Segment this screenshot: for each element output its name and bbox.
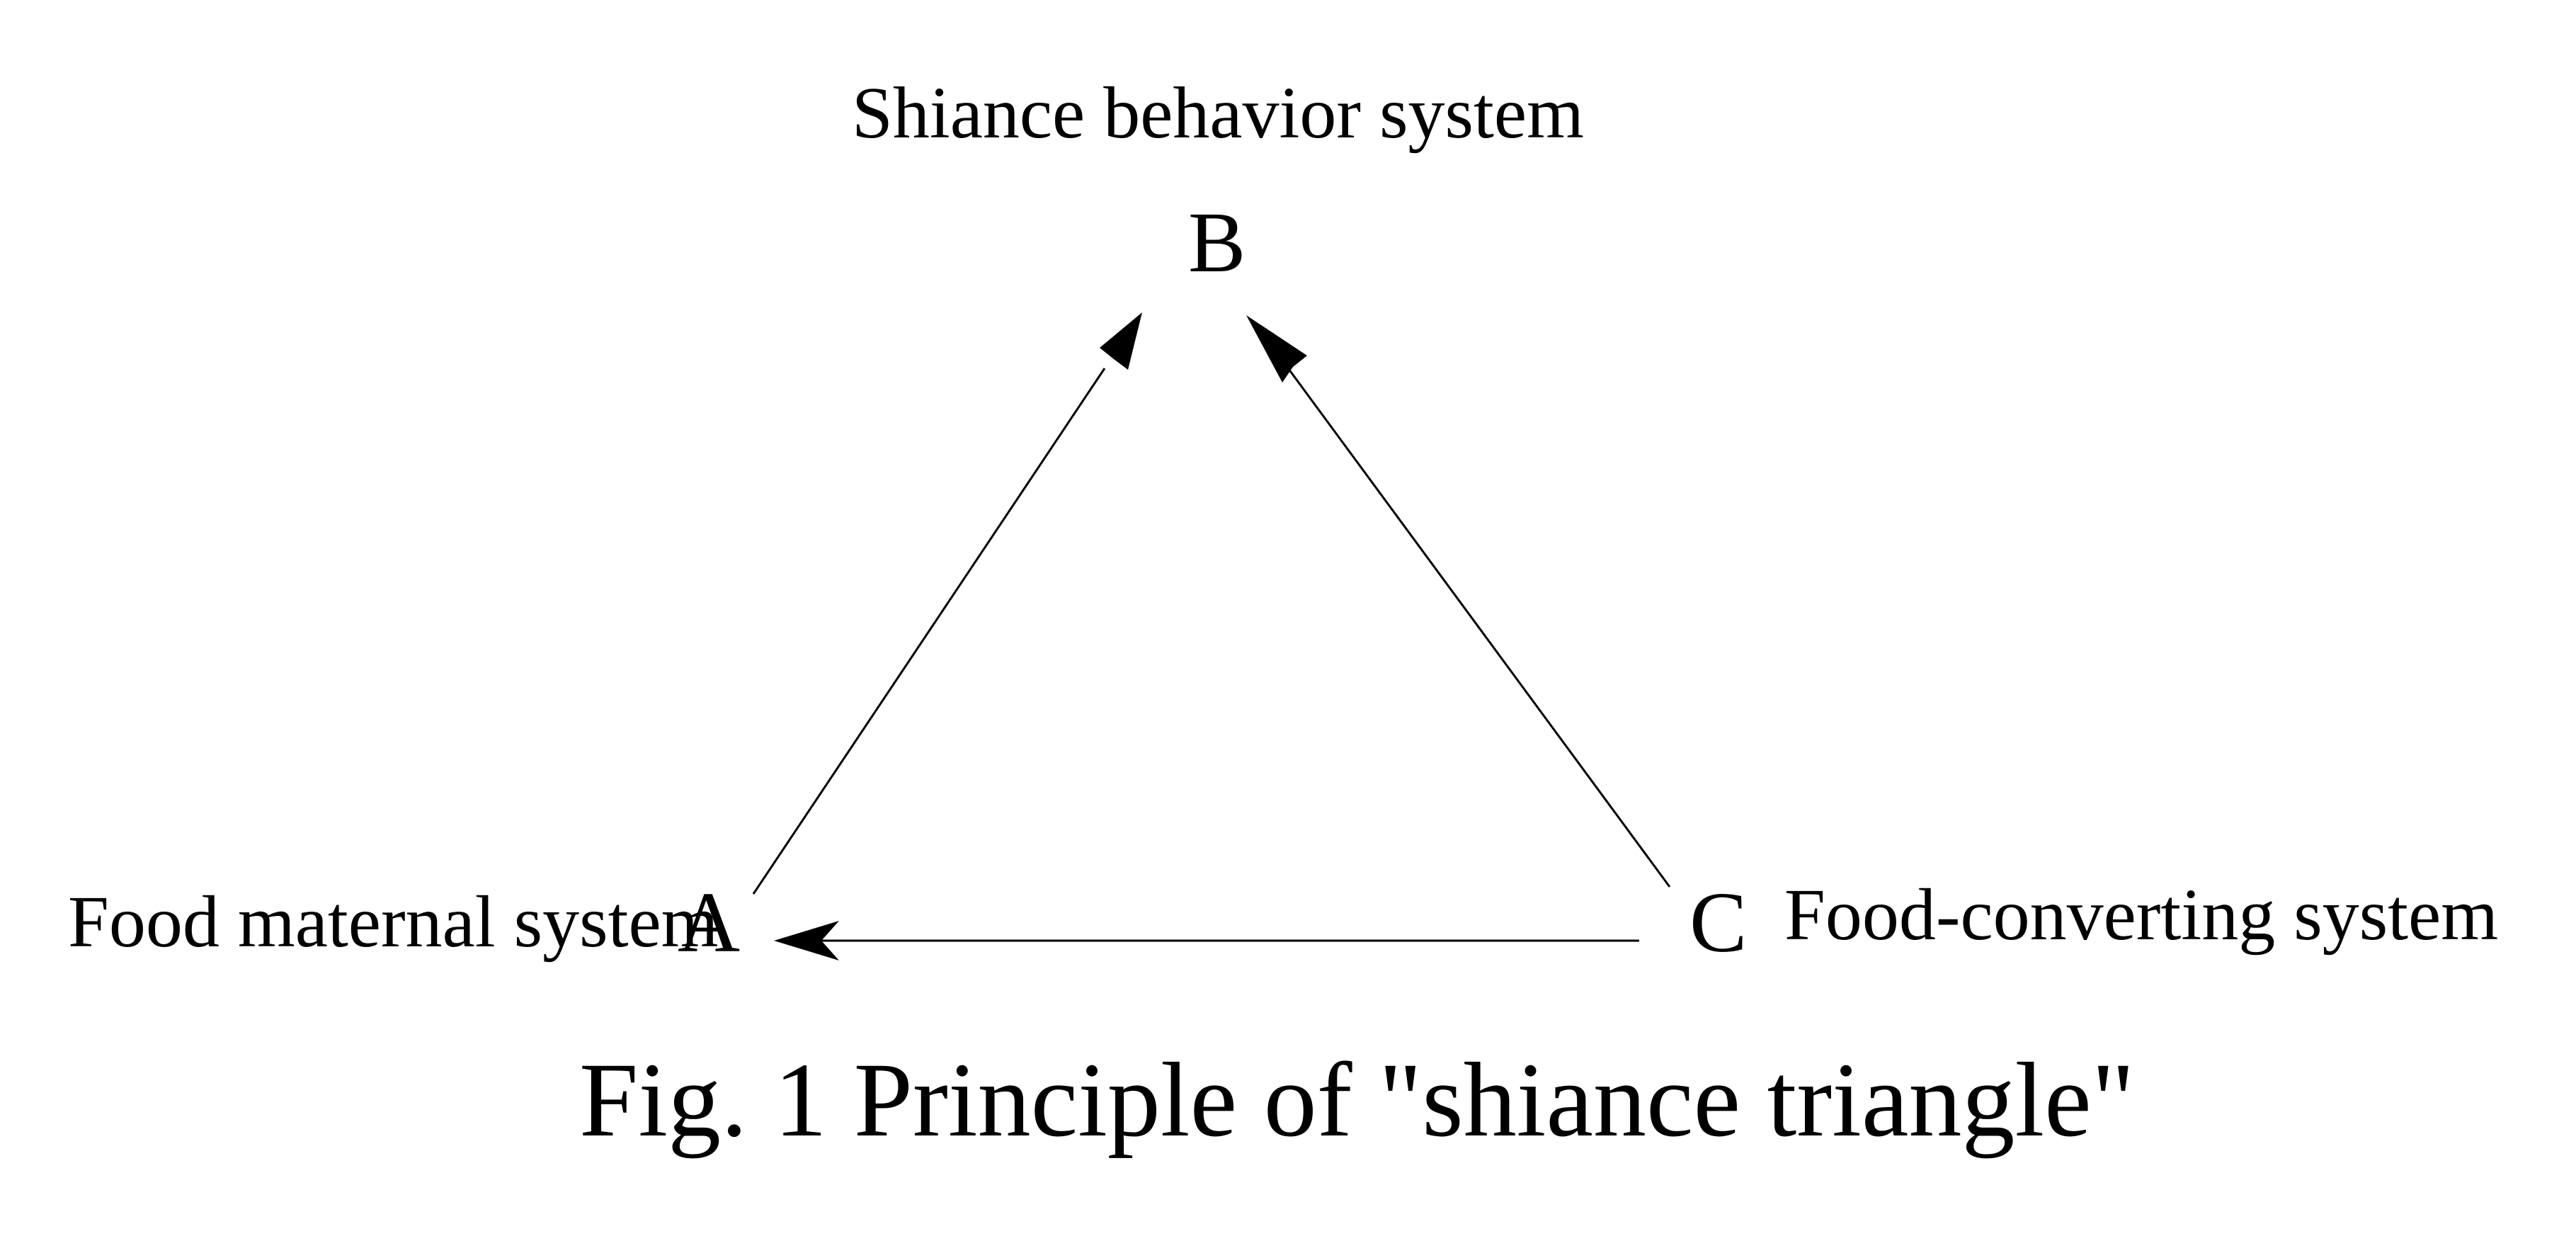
edge-a-to-b [752, 312, 1142, 895]
node-a-label: Food maternal system [68, 881, 719, 963]
arrowhead-a-to-b [1100, 312, 1142, 370]
figure-caption: Fig. 1 Principle of "shiance triangle" [579, 1041, 2135, 1159]
edge-c-to-a [774, 921, 1639, 960]
node-b-letter: B [1188, 195, 1246, 290]
node-a-letter: A [678, 875, 741, 970]
edge-c-to-b [1246, 315, 1671, 888]
node-c-letter: C [1689, 875, 1748, 970]
arrowhead-c-to-b [1246, 315, 1307, 382]
node-c-label: Food-converting system [1784, 874, 2499, 956]
arrowhead-c-to-a [774, 921, 839, 960]
node-b-label: Shiance behavior system [852, 72, 1584, 154]
